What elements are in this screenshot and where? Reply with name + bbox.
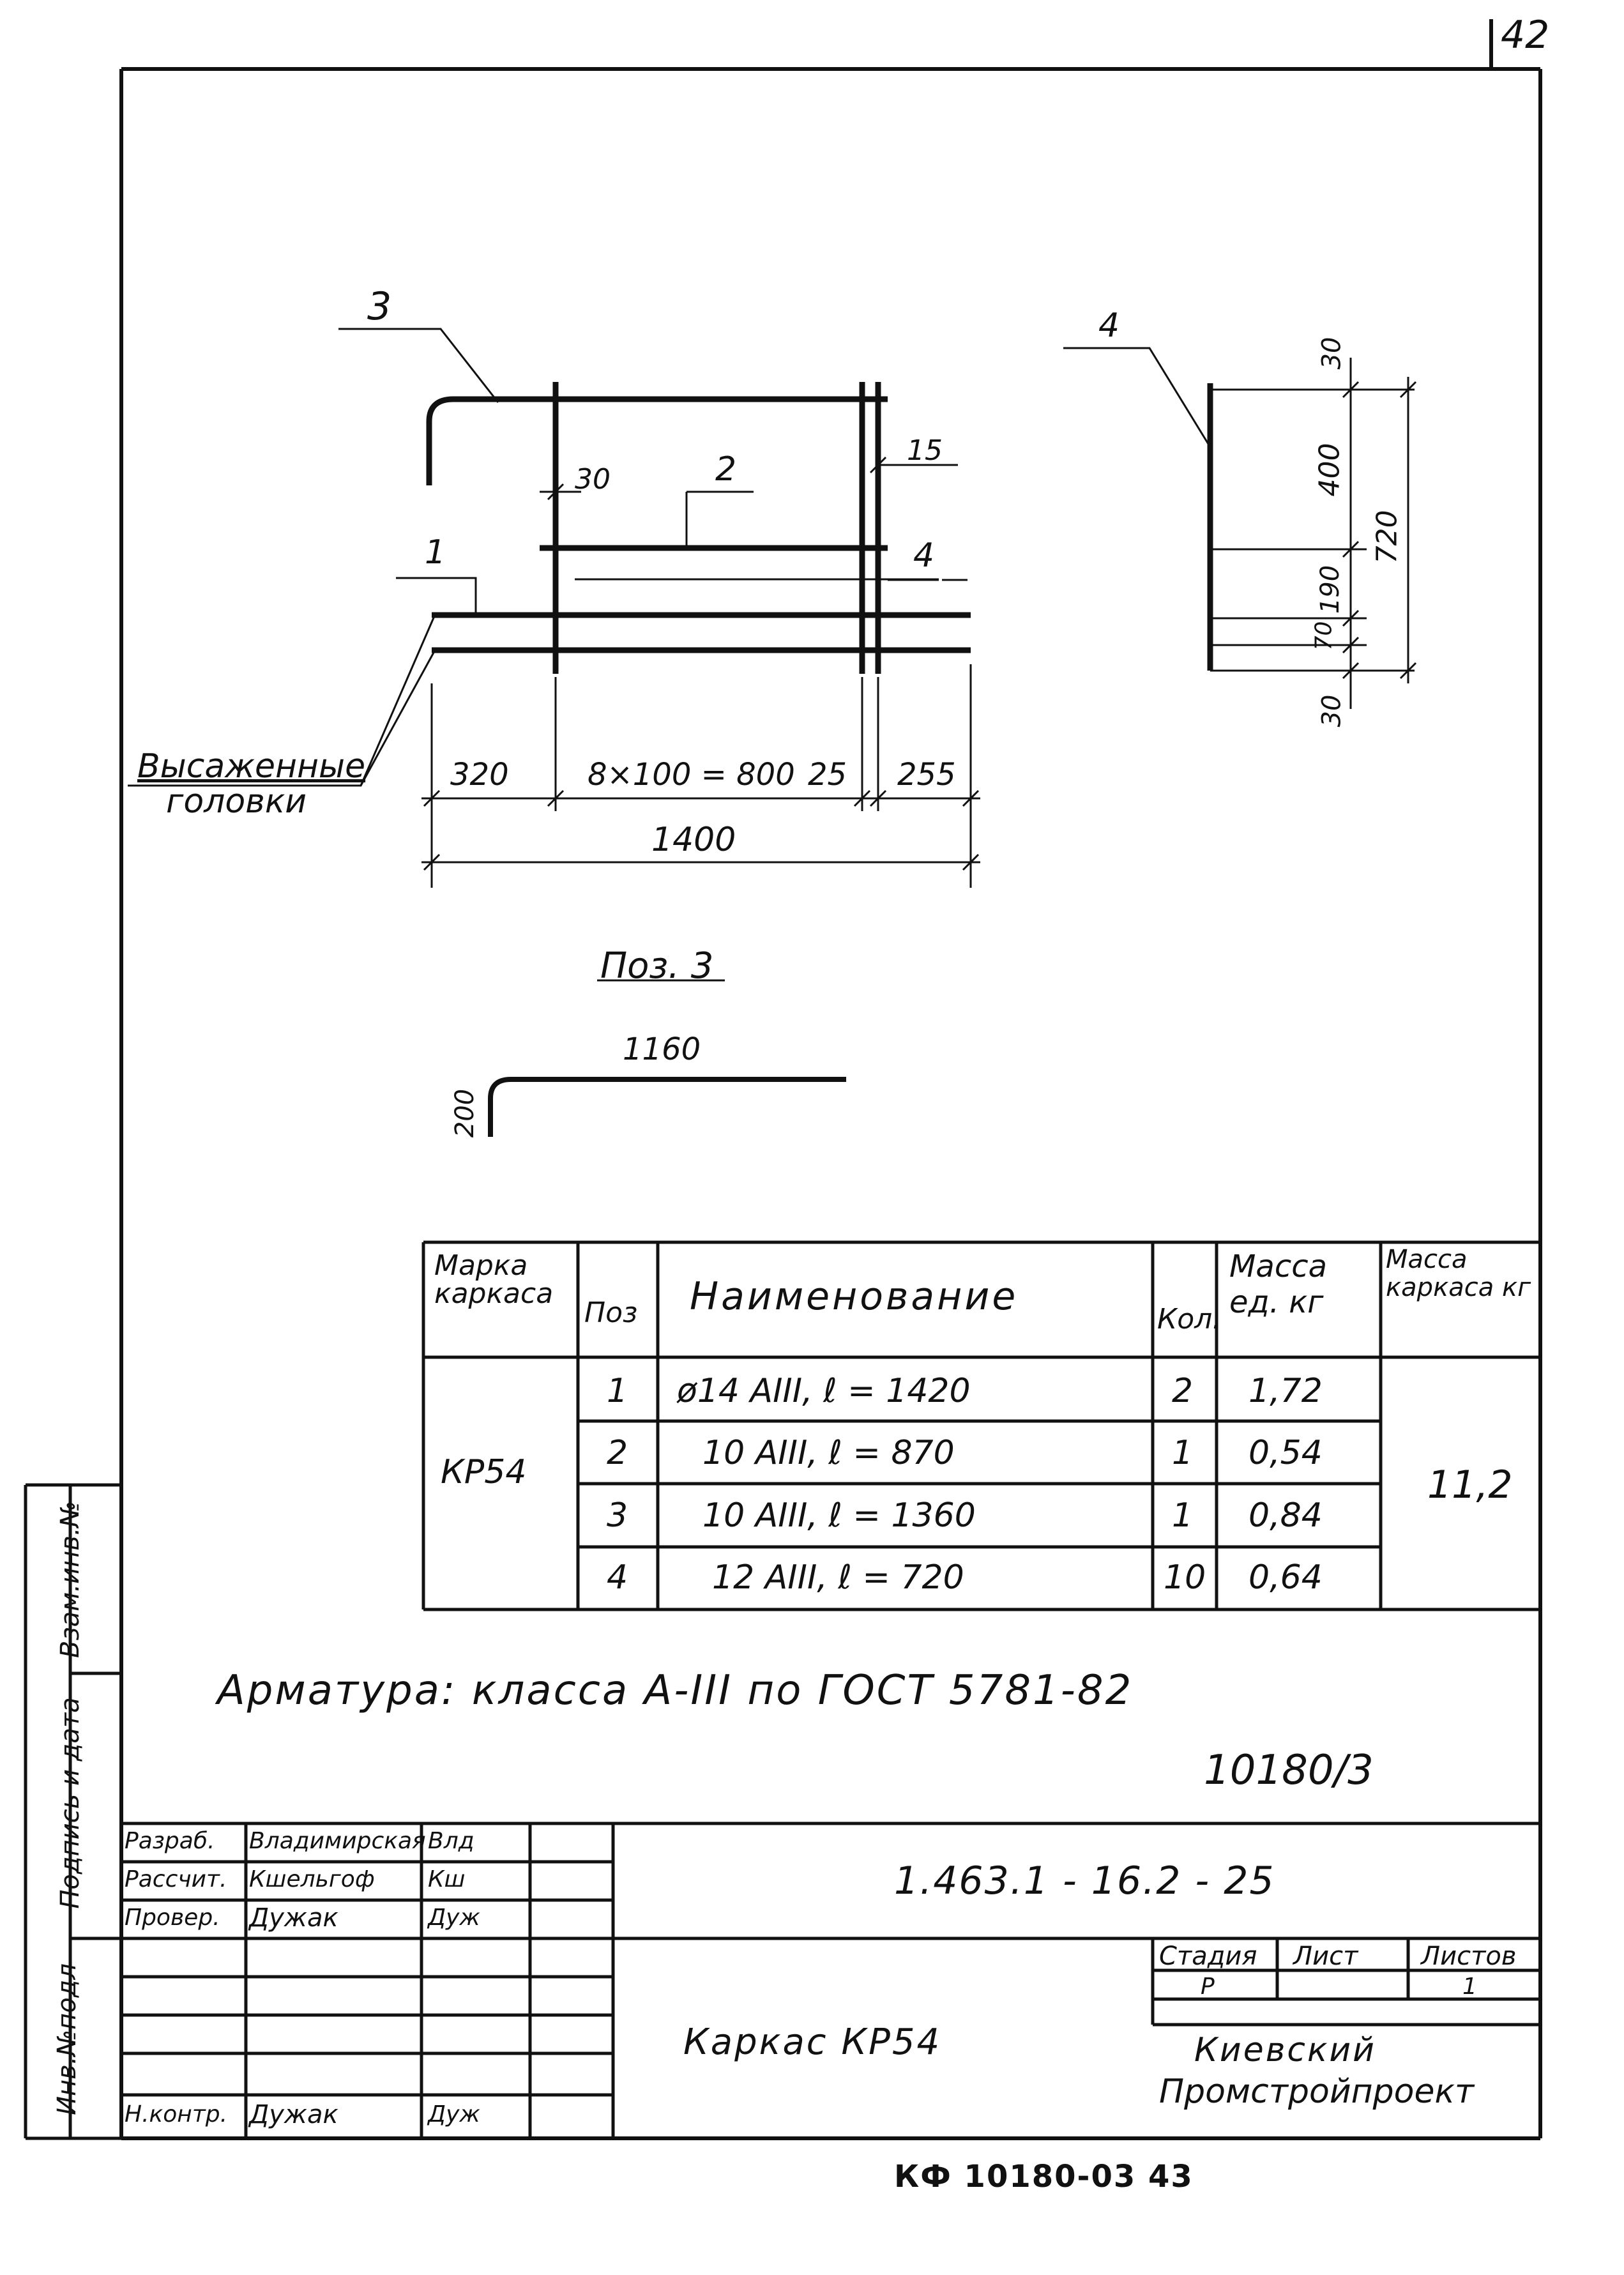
row-mass: 0,54 (1248, 1434, 1323, 1472)
role-name: Дужак (249, 2100, 338, 2129)
order-number: 10180/3 (1204, 1747, 1374, 1794)
drawing-title: Каркас КР54 (683, 2021, 942, 2063)
spec-table-grid (421, 1240, 1540, 1611)
elevation-dims (128, 328, 980, 888)
dim-320: 320 (450, 757, 509, 793)
stamp-inv-podl: Инв.№подл (52, 1963, 82, 2115)
row-pos: 4 (607, 1558, 628, 1597)
side-dim-30-bottom: 30 (1317, 694, 1347, 727)
sheet-label: Лист (1293, 1942, 1358, 1971)
pos3-length: 1160 (623, 1031, 701, 1067)
role-label: Разраб. (125, 1828, 215, 1854)
role-label: Провер. (125, 1905, 220, 1931)
pos3-hook: 200 (450, 1088, 480, 1138)
role-signature: Кш (428, 1866, 466, 1892)
row-name: ø14 АIII, ℓ = 1420 (677, 1372, 971, 1410)
callout-4-main: 4 (913, 536, 935, 575)
side-dim-30-top: 30 (1317, 337, 1347, 370)
callout-4-side: 4 (1098, 307, 1120, 345)
heads-label-1: Высаженные (137, 747, 366, 786)
side-dim-190: 190 (1316, 565, 1346, 614)
stage-value: Р (1201, 1974, 1215, 2000)
document-code: 1.463.1 - 16.2 - 25 (894, 1859, 1275, 1903)
role-signature: Влд (428, 1828, 474, 1854)
side-view-dims (1063, 347, 1417, 709)
dim-255: 255 (897, 757, 956, 793)
frame-mark: КР54 (441, 1453, 527, 1491)
row-pos: 3 (607, 1496, 628, 1535)
dim-30: 30 (575, 463, 611, 496)
side-dim-400: 400 (1313, 443, 1346, 497)
row-name: 12 АIII, ℓ = 720 (712, 1558, 964, 1597)
footer-code: КФ 10180-03 43 (894, 2159, 1194, 2195)
callout-3: 3 (367, 284, 392, 329)
role-signature: Дуж (428, 1905, 480, 1931)
row-name: 10 АIII, ℓ = 870 (702, 1434, 955, 1472)
row-qty: 1 (1172, 1496, 1194, 1535)
pos3-title: Поз. 3 (600, 945, 714, 987)
dim-1400: 1400 (651, 821, 736, 859)
role-signature: Дуж (428, 2101, 480, 2127)
dim-25: 25 (808, 757, 847, 793)
sheets-value: 1 (1462, 1974, 1477, 2000)
row-qty: 1 (1172, 1434, 1194, 1472)
stamp-inv-vzam: Взам.инв.№ (56, 1500, 85, 1659)
th-frame-mass: Масса каркаса кг (1386, 1245, 1531, 1302)
dim-800: 8×100 = 800 (588, 757, 795, 793)
side-dim-70: 70 (1310, 621, 1337, 651)
pos3-sketch (488, 1077, 846, 1137)
role-label: Н.контр. (125, 2101, 228, 2127)
row-pos: 2 (607, 1434, 628, 1472)
row-mass: 0,64 (1248, 1558, 1323, 1597)
reinforcement-note: Арматура: класса А-III по ГОСТ 5781-82 (217, 1667, 1134, 1714)
th-pos: Поз (584, 1297, 638, 1329)
row-mass: 1,72 (1248, 1372, 1323, 1410)
stage-label: Стадия (1159, 1942, 1257, 1971)
role-name: Кшельгоф (249, 1866, 375, 1892)
callout-1: 1 (425, 533, 446, 572)
stamp-sign-date: Подпись и дата (56, 1697, 85, 1909)
row-name: 10 АIII, ℓ = 1360 (702, 1496, 976, 1535)
sheet-frame (119, 19, 1542, 2140)
title-block-grid (121, 1822, 1540, 2138)
org-line-1: Киевский (1194, 2031, 1376, 2069)
corner-number: 42 (1501, 13, 1550, 57)
row-qty: 10 (1164, 1558, 1206, 1597)
row-pos: 1 (607, 1372, 628, 1410)
role-name: Владимирская (249, 1828, 426, 1854)
callout-2: 2 (715, 450, 737, 489)
row-qty: 2 (1172, 1372, 1194, 1410)
side-stamp-grid (24, 1483, 121, 2140)
sheets-label: Листов (1421, 1942, 1517, 1971)
dim-15: 15 (907, 434, 943, 467)
frame-elevation (426, 382, 971, 674)
role-label: Рассчит. (125, 1866, 227, 1892)
side-dim-720: 720 (1370, 510, 1404, 564)
th-unit-mass: Масса ед. кг (1229, 1249, 1328, 1320)
heads-label-2: головки (166, 782, 307, 821)
th-qty: Кол. (1157, 1303, 1222, 1335)
org-line-2: Промстройпроект (1159, 2073, 1475, 2111)
th-mark: Марка каркаса (434, 1249, 554, 1310)
row-mass: 0,84 (1248, 1496, 1323, 1535)
th-name: Наименование (690, 1274, 1019, 1319)
frame-mass: 11,2 (1427, 1463, 1513, 1507)
role-name: Дужак (249, 1903, 338, 1933)
